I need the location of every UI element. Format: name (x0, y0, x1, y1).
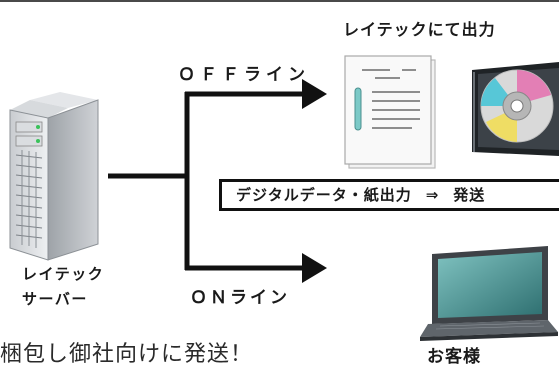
on-line-label: ＯＮライン (190, 288, 290, 308)
banner-text: デジタルデータ・紙出力 (236, 186, 412, 204)
off-line-label: ＯＦＦライン (178, 65, 310, 85)
customer-label: お客様 (427, 347, 481, 367)
shipping-caption: 梱包し御社向けに発送！ (0, 342, 254, 367)
output-title: レイテックにて出力 (343, 20, 496, 39)
output-banner: デジタルデータ・紙出力 ⇒ 発送 (219, 179, 559, 211)
server-label-line1: レイテック (22, 265, 105, 283)
server-label: レイテック サーバー (22, 262, 104, 312)
banner-suffix: 発送 (453, 186, 486, 204)
server-label-line2: サーバー (22, 290, 88, 308)
top-divider (0, 0, 559, 2)
banner-arrow: ⇒ (425, 186, 440, 204)
